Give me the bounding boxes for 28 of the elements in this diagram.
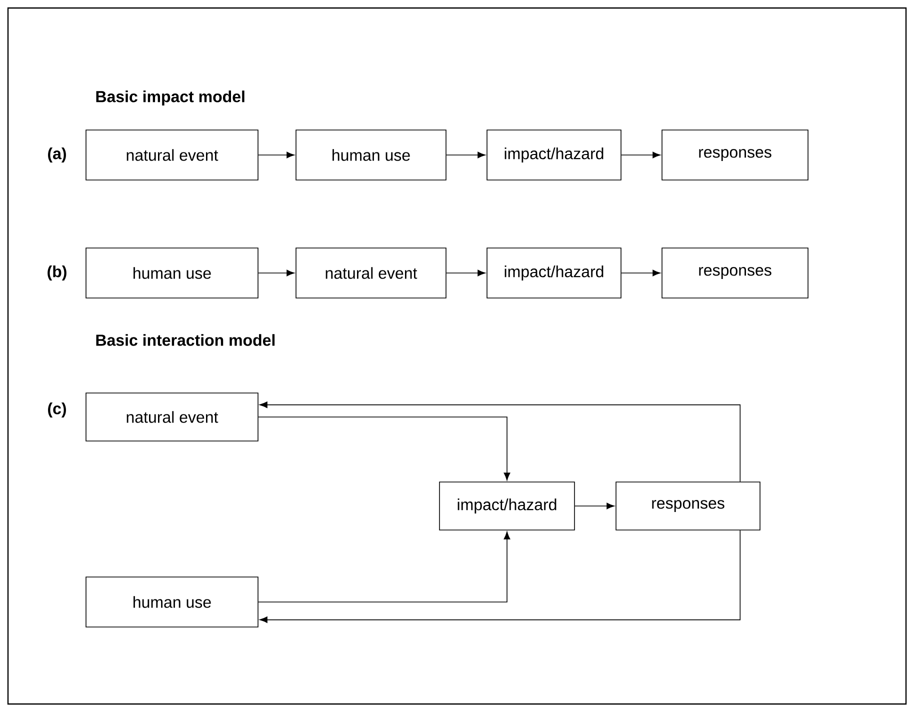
arrow: [446, 152, 486, 158]
process-box: impact/hazard: [486, 248, 622, 298]
arrow: [621, 152, 660, 158]
row-label: (b): [48, 266, 66, 280]
section-heading: Basic interaction model: [96, 334, 275, 346]
process-box: natural event: [86, 130, 258, 180]
arrow: [258, 416, 510, 480]
process-box: responses: [662, 248, 808, 298]
arrow: [260, 530, 741, 623]
arrow: [258, 270, 294, 276]
process-box: human use: [86, 248, 258, 298]
process-box: impact/hazard: [439, 482, 575, 530]
arrow: [574, 502, 614, 510]
process-box: human use: [296, 130, 446, 180]
process-box: responses: [616, 482, 760, 530]
row-label: (a): [48, 148, 66, 162]
section-heading: Basic impact model: [96, 90, 244, 106]
row-label: (c): [48, 402, 66, 418]
arrow: [260, 402, 741, 482]
arrow: [621, 270, 660, 276]
process-box: responses: [662, 130, 808, 180]
process-box: impact/hazard: [486, 130, 622, 180]
arrow: [258, 152, 294, 158]
process-box: natural event: [296, 248, 446, 298]
arrow: [446, 270, 486, 276]
process-box: natural event: [86, 392, 258, 442]
process-box: human use: [86, 576, 258, 628]
arrow: [258, 532, 510, 602]
